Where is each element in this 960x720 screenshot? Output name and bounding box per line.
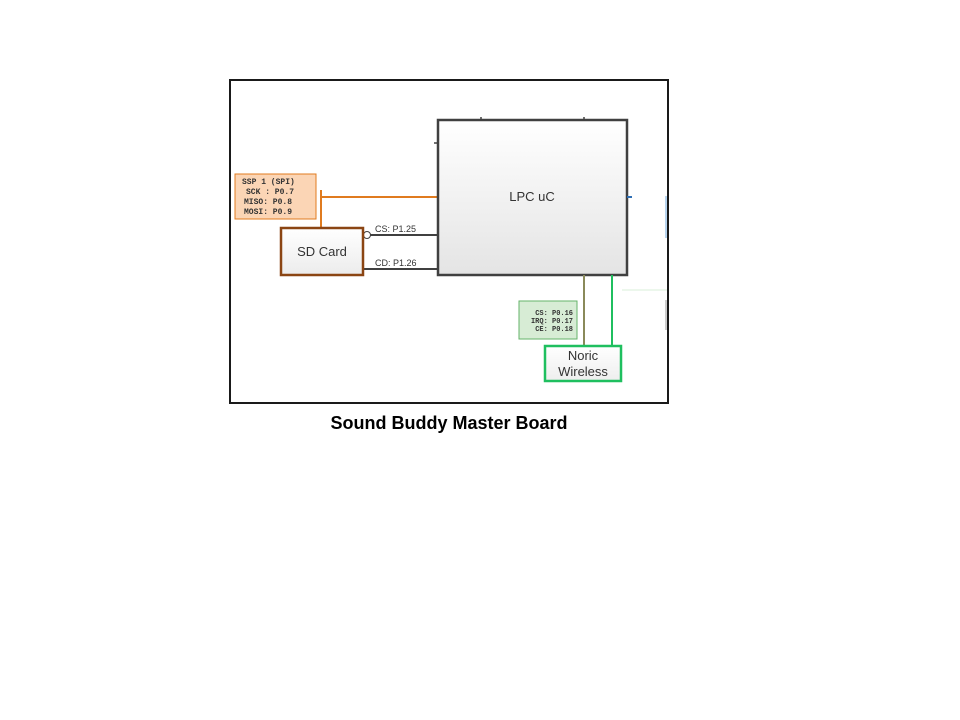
cd-pin-label: CD: P1.26 — [375, 258, 417, 268]
noric-label-line1: Noric — [568, 348, 599, 363]
ssp-line-1: SSP 1 (SPI) — [242, 178, 295, 187]
ssp-label-box — [234, 173, 317, 220]
noric-label-line2: Wireless — [558, 364, 608, 379]
ssp-line-3: MISO: P0.8 — [244, 198, 292, 207]
diagram-caption: Sound Buddy Master Board — [330, 413, 568, 433]
lpc-uc-block — [436, 118, 629, 277]
ssp-line-4: MOSI: P0.9 — [244, 208, 292, 217]
cs-inverted-bubble — [363, 231, 371, 239]
lpc-uc-label: LPC uC — [509, 189, 555, 204]
wireless-pins-box — [518, 300, 578, 340]
cs-pin-label: CS: P1.25 — [375, 224, 416, 234]
wireless-pin-1: CS: P0.16 — [535, 310, 573, 318]
ssp-line-2: SCK : P0.7 — [246, 188, 294, 197]
wireless-pin-3: CE: P0.18 — [535, 326, 573, 334]
sd-card-label: SD Card — [297, 244, 347, 259]
wireless-pin-2: IRQ: P0.17 — [531, 318, 573, 326]
noric-wireless-block — [543, 344, 623, 383]
sd-card-block — [279, 226, 365, 277]
